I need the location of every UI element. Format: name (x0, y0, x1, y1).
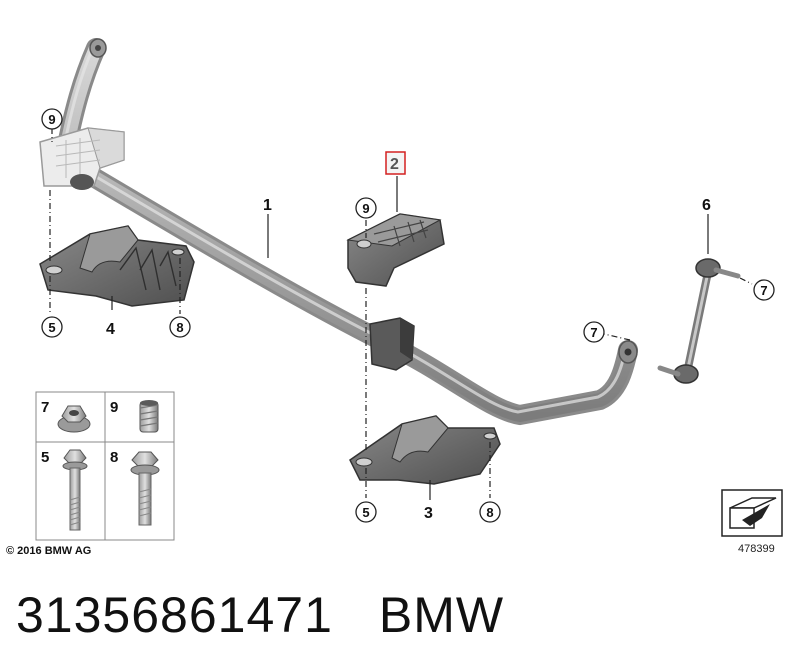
part-caption: 31356861471 BMW (16, 586, 504, 646)
flange-nut-icon (57, 405, 91, 433)
bracket-right (349, 415, 501, 485)
svg-text:5: 5 (48, 320, 55, 335)
svg-text:8: 8 (486, 505, 493, 520)
svg-text:9: 9 (48, 112, 55, 127)
left-bushing (39, 127, 125, 190)
svg-text:8: 8 (176, 320, 183, 335)
copyright-text: © 2016 BMW AG (6, 545, 91, 557)
callout-2-frame (385, 151, 406, 175)
stabilizer-bar (55, 38, 638, 426)
part-number: 31356861471 (16, 587, 333, 643)
callout-2: 2 (390, 156, 399, 173)
callout-3: 3 (424, 505, 433, 522)
svg-text:9: 9 (362, 201, 369, 216)
callout-9-topleft: 9 (41, 108, 63, 130)
assembly-lines (49, 128, 753, 498)
table-label-7: 7 (41, 399, 49, 416)
table-label-9: 9 (110, 399, 118, 416)
svg-text:5: 5 (362, 505, 369, 520)
bracket-top (346, 213, 445, 287)
hardware-table: 7 9 5 8 (35, 391, 175, 541)
callout-8-right: 8 (479, 501, 501, 523)
bracket-left (39, 225, 195, 307)
diagram-number: 478399 (738, 543, 775, 555)
callout-7-bar-end: 7 (583, 321, 605, 343)
callout-4: 4 (106, 321, 115, 338)
short-bolt-icon (130, 451, 160, 526)
threaded-insert-icon (139, 400, 159, 433)
orientation-symbol-icon (721, 489, 783, 537)
center-bushing (369, 317, 415, 371)
long-bolt-icon (62, 449, 88, 531)
leader-lines (111, 176, 709, 500)
callout-6: 6 (702, 197, 711, 214)
table-label-5: 5 (41, 449, 49, 466)
table-label-8: 8 (110, 449, 118, 466)
callout-7-link-top: 7 (753, 279, 775, 301)
svg-text:7: 7 (760, 283, 767, 298)
svg-text:7: 7 (590, 325, 597, 340)
callout-9-center: 9 (355, 197, 377, 219)
callout-labels: 1 4 3 6 2 9 9 5 8 5 8 (41, 108, 775, 523)
callout-8-left: 8 (169, 316, 191, 338)
stabilizer-link (657, 258, 741, 384)
callout-5-left: 5 (41, 316, 63, 338)
brand-name: BMW (378, 587, 505, 643)
callout-1: 1 (263, 197, 272, 214)
callout-5-right: 5 (355, 501, 377, 523)
